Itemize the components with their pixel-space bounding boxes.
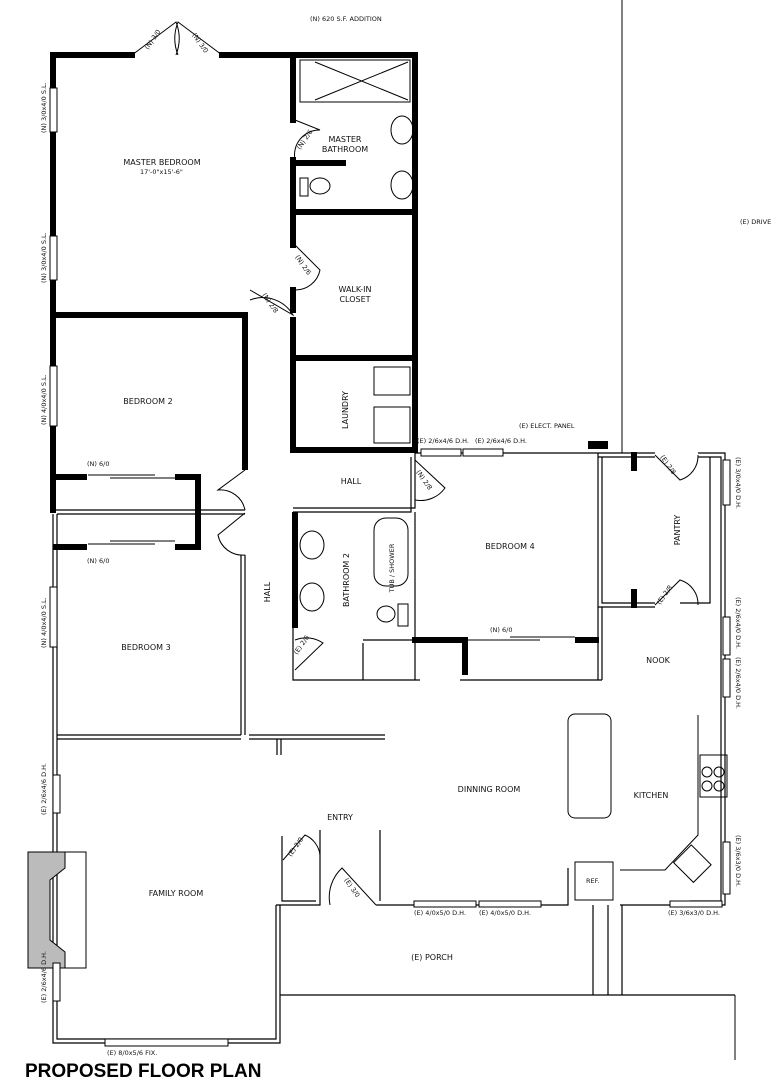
room-master-bathroom: MASTER <box>329 135 362 144</box>
new-walls <box>50 52 637 675</box>
door-label: (N) 2/6 <box>295 128 314 151</box>
stove-icon <box>699 754 728 798</box>
room-laundry: LAUNDRY <box>341 391 350 429</box>
room-bathroom-2: BATHROOM 2 <box>342 553 351 607</box>
room-walkin-closet-line2: CLOSET <box>339 295 370 304</box>
window-label: (E) 8/0x5/6 FIX. <box>107 1049 157 1057</box>
window-label: (N) 4/0x4/0 S.L. <box>40 597 48 648</box>
window-label: (E) 2/6x4/6 D.H. <box>417 437 469 445</box>
sink-icon <box>299 530 325 560</box>
window-label: (E) 4/0x5/0 D.H. <box>479 909 531 917</box>
room-walkin-closet: WALK-IN <box>338 285 371 294</box>
kitchen-sink-icon <box>672 844 712 884</box>
room-kitchen: KITCHEN <box>634 791 669 800</box>
windows <box>49 87 731 1047</box>
window-label: (E) 2/6x4/0 D.H. <box>734 657 742 709</box>
window-label: (E) 3/6x3/0 D.H. <box>668 909 720 917</box>
door-label: (E) 2/6 <box>292 634 311 656</box>
window-label: (E) 2/6x4/6 D.H. <box>475 437 527 445</box>
room-porch: (E) PORCH <box>411 953 453 962</box>
door-label: (N) 2/8 <box>414 469 433 492</box>
window-label: (N) 3/0x4/0 S.L. <box>40 82 48 133</box>
door-label: (N) 2/8 <box>260 292 279 315</box>
toilet-icon <box>309 177 331 195</box>
closet-door-label: (N) 6/0 <box>87 460 109 468</box>
page-title: PROPOSED FLOOR PLAN <box>25 1061 261 1080</box>
door-label: (E) 2/8 <box>655 584 674 606</box>
dryer-icon <box>373 406 411 444</box>
room-hall: HALL <box>341 477 362 486</box>
sink-icon <box>390 170 414 200</box>
addition-note: (N) 620 S.F. ADDITION <box>310 15 382 23</box>
door-label: (N) 2/6 <box>293 254 312 277</box>
door-label: (E) 2/0 <box>286 836 305 858</box>
fixtures <box>27 59 728 969</box>
door-label: (E) 2/8 <box>658 454 677 476</box>
door-label: (N) 3/0 <box>143 28 162 51</box>
room-nook: NOOK <box>646 656 671 665</box>
window-label: (E) 2/6x4/0 D.H. <box>734 597 742 649</box>
sink-icon <box>390 115 414 145</box>
tub-icon <box>373 517 409 587</box>
refrigerator-icon <box>574 861 614 901</box>
door-label: (E) 3/0 <box>342 877 361 899</box>
master-bedroom-size: 17'-0"x15'-6" <box>140 168 183 176</box>
drive-note: (E) DRIVE <box>740 218 771 226</box>
room-dining: DINNING ROOM <box>458 785 521 794</box>
room-bedroom-3: BEDROOM 3 <box>121 643 170 652</box>
room-entry: ENTRY <box>327 813 353 822</box>
toilet-icon <box>376 605 396 623</box>
room-family: FAMILY ROOM <box>149 889 204 898</box>
room-hall-vertical: HALL <box>263 581 272 602</box>
tub-shower-label: TUB / SHOWER <box>388 543 396 593</box>
refrigerator-label: REF. <box>586 877 599 885</box>
window-label: (E) 2/6x4/6 D.H. <box>40 763 48 815</box>
room-bedroom-2: BEDROOM 2 <box>123 397 172 406</box>
window-label: (N) 4/0x4/0 S.L. <box>40 374 48 425</box>
elect-panel-note: (E) ELECT. PANEL <box>519 422 575 430</box>
window-label: (E) 3/6x3/0 D.H. <box>734 835 742 887</box>
washer-icon <box>373 366 411 396</box>
room-master-bedroom: MASTER BEDROOM <box>123 158 200 167</box>
closet-door-label: (N) 6/0 <box>87 557 109 565</box>
doors <box>88 21 699 906</box>
room-bedroom-4: BEDROOM 4 <box>485 542 534 551</box>
window-label: (E) 3/0x4/0 D.H. <box>734 457 742 509</box>
room-pantry: PANTRY <box>673 515 682 546</box>
window-label: (E) 2/6x4/6 D.H. <box>40 951 48 1003</box>
sink-icon <box>299 582 325 612</box>
room-master-bathroom-line2: BATHROOM <box>322 145 368 154</box>
kitchen-island <box>567 713 612 819</box>
window-label: (E) 4/0x5/0 D.H. <box>414 909 466 917</box>
shower-icon <box>299 59 411 103</box>
window-label: (N) 3/0x4/0 S.L. <box>40 232 48 283</box>
closet-door-label: (N) 6/0 <box>490 626 512 634</box>
